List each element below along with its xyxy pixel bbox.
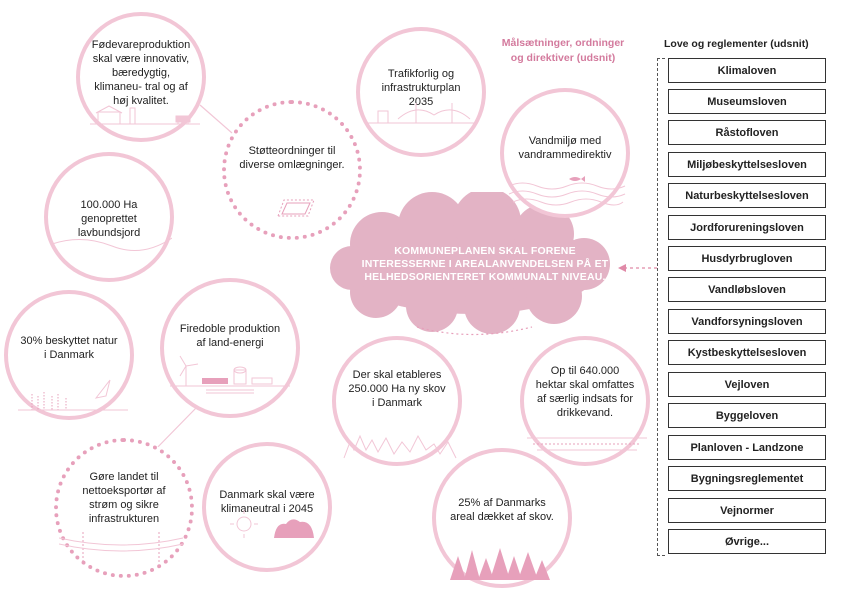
goals-title: Målsætninger, ordninger og direktiver (u…	[498, 36, 628, 66]
law-item: Museumsloven	[668, 89, 826, 114]
circle-food-production: Fødevareproduktion skal være innovativ, …	[76, 12, 206, 142]
water-environment-text: Vandmiljø med vandrammedirektiv	[504, 134, 626, 162]
forest-outline-icon	[340, 422, 460, 462]
circle-support-schemes: Støtteordninger til diverse omlægninger.	[222, 100, 362, 240]
law-item: Bygningsreglementet	[668, 466, 826, 491]
bridge-icon	[368, 101, 478, 129]
circle-forest-share: 25% af Danmarks areal dækket af skov.	[432, 448, 572, 588]
wind-solar-icon	[170, 354, 290, 398]
law-item: Øvrige...	[668, 529, 826, 554]
export-text: Gøre landet til nettoeksportør af strøm …	[58, 470, 190, 526]
circle-land-energy: Firedoble produktion af land-energi	[160, 278, 300, 418]
law-item: Husdyrbrugloven	[668, 246, 826, 271]
circle-drinking-water: Op til 640.000 hektar skal omfattes af s…	[520, 336, 650, 466]
reeds-bird-icon	[18, 372, 128, 412]
waves-fish-icon	[507, 174, 627, 210]
law-item: Vejnormer	[668, 498, 826, 523]
circle-traffic: Trafikforlig og infrastrukturplan 2035	[356, 27, 486, 157]
sun-trees-icon	[216, 508, 326, 542]
laws-bracket	[657, 58, 665, 556]
circle-export: Gøre landet til nettoeksportør af strøm …	[54, 438, 194, 578]
power-line-icon	[59, 528, 189, 568]
forest-filled-icon	[442, 542, 562, 582]
law-item: Planloven - Landzone	[668, 435, 826, 460]
circle-lowland: 100.000 Ha genoprettet lavbundsjord	[44, 152, 174, 282]
law-item: Byggeloven	[668, 403, 826, 428]
law-item: Vandløbsloven	[668, 277, 826, 302]
farm-icon	[90, 104, 200, 128]
law-item: Miljøbeskyttelsesloven	[668, 152, 826, 177]
hills-icon	[52, 226, 172, 256]
law-item: Vejloven	[668, 372, 826, 397]
forest-share-text: 25% af Danmarks areal dækket af skov.	[436, 496, 568, 524]
laws-title: Love og reglementer (udsnit)	[664, 38, 809, 50]
land-energy-text: Firedoble produktion af land-energi	[164, 322, 296, 350]
law-item: Kystbeskyttelsesloven	[668, 340, 826, 365]
law-item: Vandforsyningsloven	[668, 309, 826, 334]
food-production-text: Fødevareproduktion skal være innovativ, …	[80, 38, 202, 108]
law-item: Jordforureningsloven	[668, 215, 826, 240]
field-plot-icon	[270, 196, 320, 220]
law-item: Råstofloven	[668, 120, 826, 145]
ground-layers-icon	[527, 432, 647, 460]
circle-climate-neutral: Danmark skal være klimaneutral i 2045	[202, 442, 332, 572]
new-forest-text: Der skal etableres 250.000 Ha ny skov i …	[336, 368, 458, 410]
circle-new-forest: Der skal etableres 250.000 Ha ny skov i …	[332, 336, 462, 466]
drinking-water-text: Op til 640.000 hektar skal omfattes af s…	[524, 364, 646, 420]
circle-water-environment: Vandmiljø med vandrammedirektiv	[500, 88, 630, 218]
protected-nature-text: 30% beskyttet natur i Danmark	[8, 334, 130, 362]
support-schemes-text: Støtteordninger til diverse omlægninger.	[226, 144, 358, 172]
law-item: Naturbeskyttelsesloven	[668, 183, 826, 208]
circle-protected-nature: 30% beskyttet natur i Danmark	[4, 290, 134, 420]
cloud-text: KOMMUNEPLANEN SKAL FORENE INTERESSERNE I…	[360, 245, 610, 284]
law-item: Klimaloven	[668, 58, 826, 83]
